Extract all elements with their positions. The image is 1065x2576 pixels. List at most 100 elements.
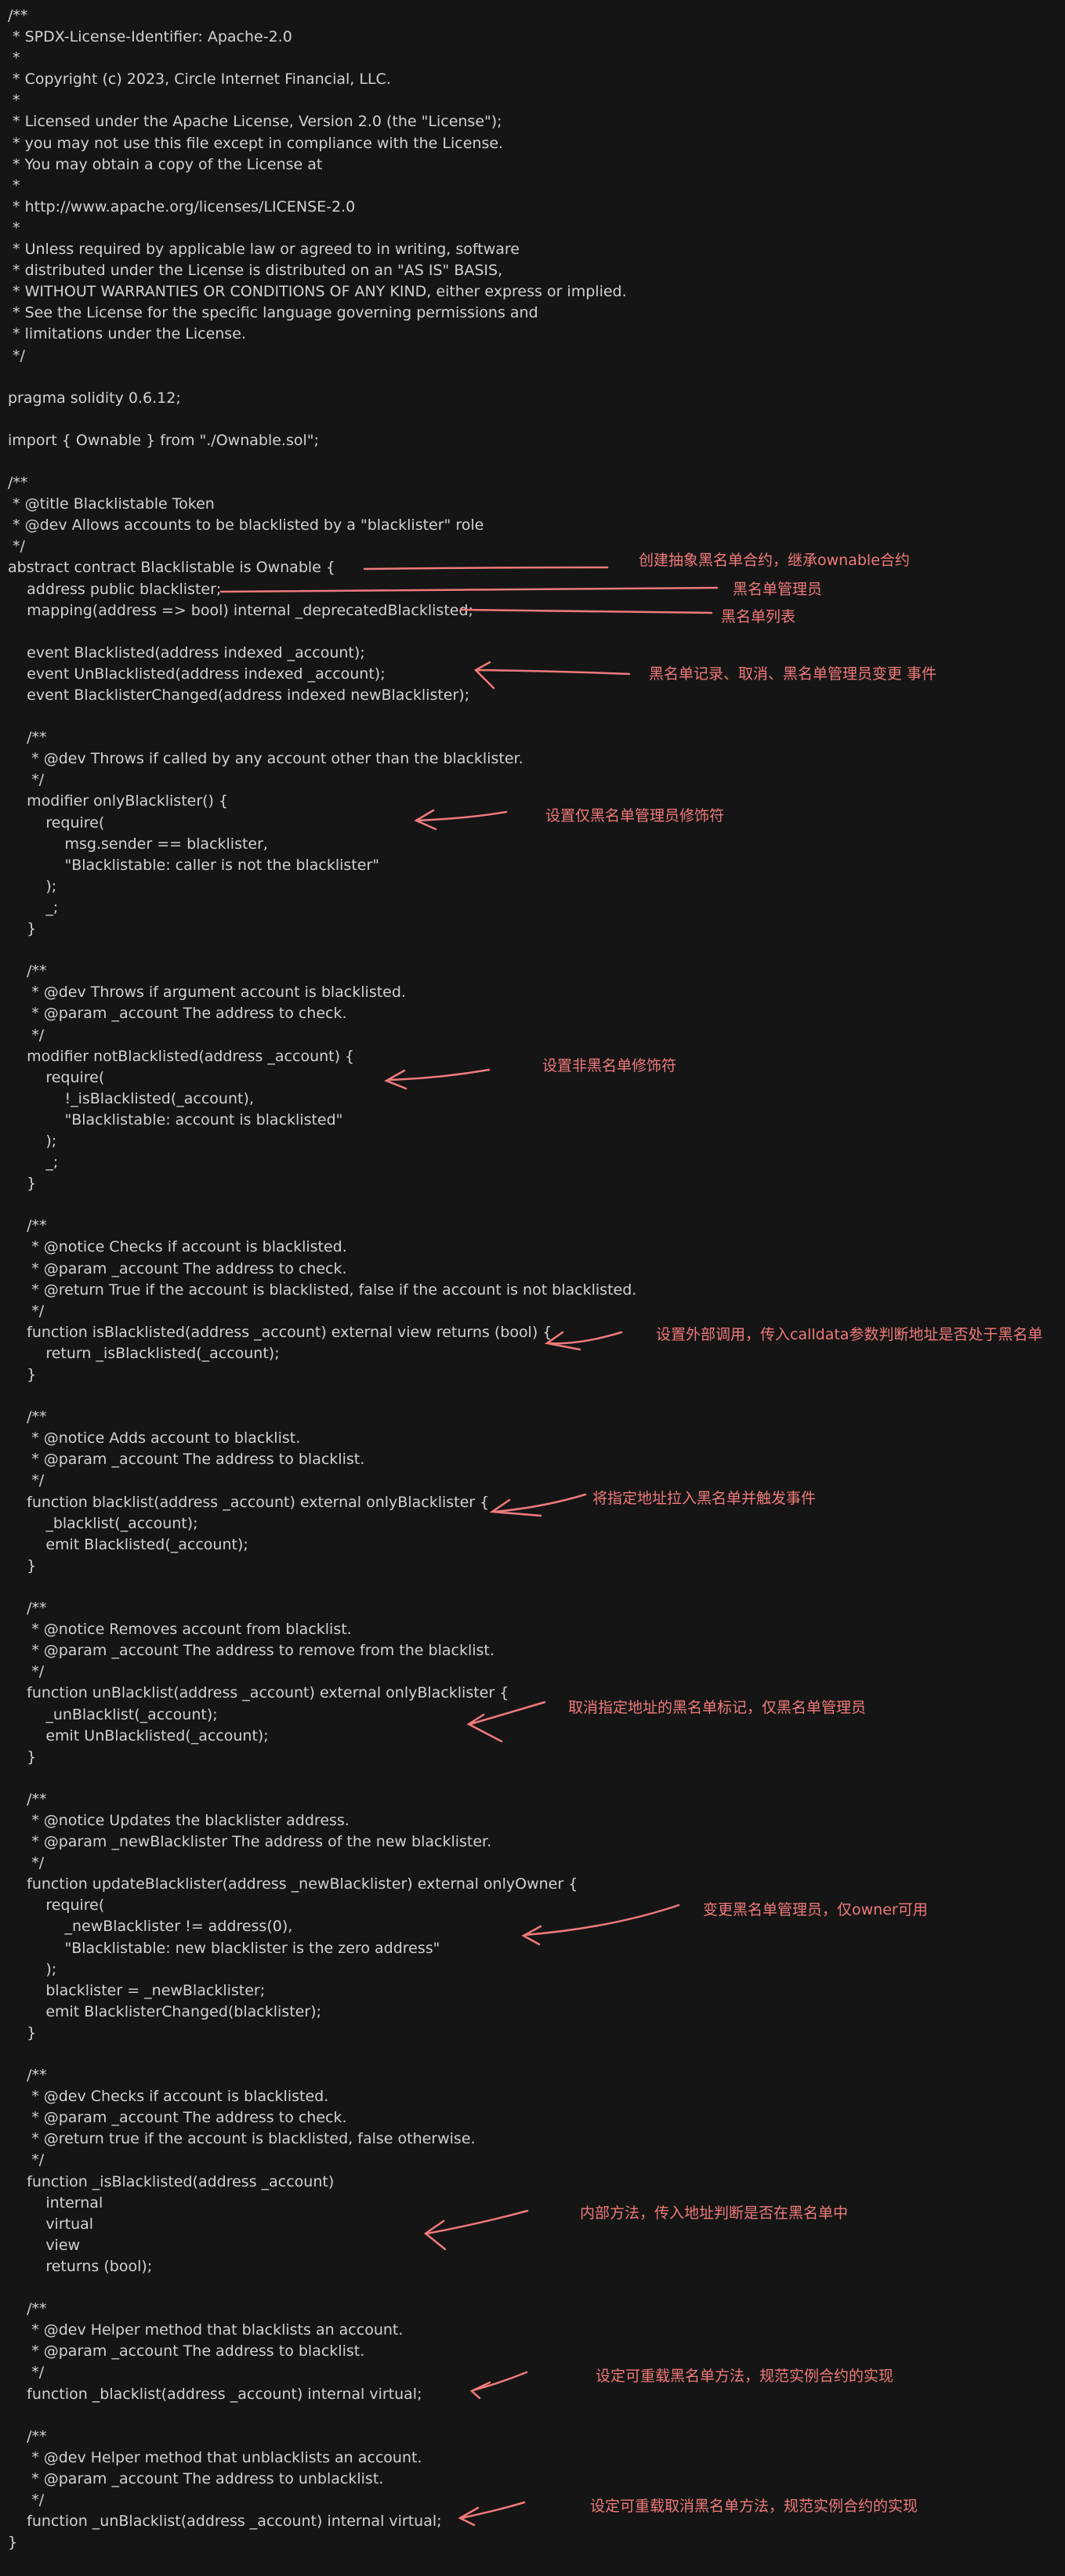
code-line: pragma solidity 0.6.12;: [8, 389, 181, 407]
code-line: "Blacklistable: account is blacklisted": [8, 1110, 343, 1129]
code-line: * @dev Checks if account is blacklisted.: [8, 2088, 329, 2106]
arrow-blacklist: [489, 1493, 587, 1517]
annotation-update-blacklister: 变更黑名单管理员，仅owner可用: [703, 1901, 928, 1918]
code-line: _;: [8, 898, 59, 916]
code-line: return _isBlacklisted(_account);: [8, 1344, 280, 1362]
code-line: function _isBlacklisted(address _account…: [8, 2172, 335, 2190]
code-line: function updateBlacklister(address _newB…: [8, 1875, 578, 1893]
code-line: emit UnBlacklisted(_account);: [8, 1726, 269, 1745]
annotation-internal-unblacklist: 设定可重载取消黑名单方法，规范实例合约的实现: [590, 2498, 918, 2515]
code-line: * @notice Checks if account is blacklist…: [8, 1238, 347, 1256]
code-line: emit Blacklisted(_account);: [8, 1535, 248, 1553]
annotation-internal-is-blacklisted: 内部方法，传入地址判断是否在黑名单中: [580, 2205, 849, 2222]
code-line: * @return true if the account is blackli…: [8, 2130, 476, 2148]
code-line: );: [8, 1960, 57, 1978]
code-line: require(: [8, 1068, 105, 1086]
code-line: * @dev Helper method that unblacklists a…: [8, 2448, 422, 2466]
code-line: /**: [8, 729, 47, 747]
code-line: "Blacklistable: caller is not the blackl…: [8, 856, 379, 874]
annotation-not-blacklisted: 设置非黑名单修饰符: [542, 1057, 677, 1074]
arrow-only-blacklister: [414, 809, 508, 831]
code-line: * Unless required by applicable law or a…: [8, 241, 520, 259]
code-line: require(: [8, 1897, 105, 1915]
code-line: * See the License for the specific langu…: [8, 304, 538, 322]
code-line: mapping(address => bool) internal _depre…: [8, 601, 473, 619]
arrow-events: [473, 661, 631, 690]
code-line: }: [8, 2534, 18, 2552]
code-line: * Licensed under the Apache License, Ver…: [8, 113, 502, 131]
code-editor: /** * SPDX-License-Identifier: Apache-2.…: [8, 5, 636, 2553]
code-line: modifier notBlacklisted(address _account…: [8, 1047, 355, 1065]
code-line: _blacklist(_account);: [8, 1514, 198, 1532]
code-line: event BlacklisterChanged(address indexed…: [8, 687, 470, 704]
code-line: *: [8, 49, 20, 67]
code-line: * @dev Throws if called by any account o…: [8, 750, 523, 768]
code-line: function unBlacklist(address _account) e…: [8, 1684, 509, 1702]
annotation-internal-blacklist: 设定可重载黑名单方法，规范实例合约的实现: [596, 2368, 894, 2385]
code-line: /**: [8, 1408, 47, 1426]
code-line: virtual: [8, 2215, 94, 2233]
code-line: returns (bool);: [8, 2257, 153, 2275]
code-line: internal: [8, 2194, 103, 2212]
code-line: * SPDX-License-Identifier: Apache-2.0: [8, 28, 292, 46]
annotation-blacklist-mapping: 黑名单列表: [721, 608, 796, 625]
code-line: */: [8, 1472, 45, 1490]
annotation-only-blacklister: 设置仅黑名单管理员修饰符: [545, 807, 725, 824]
code-line: * http://www.apache.org/licenses/LICENSE…: [8, 197, 356, 216]
annotation-is-blacklisted: 设置外部调用，传入calldata参数判断地址是否处于黑名单: [656, 1326, 1043, 1343]
code-line: function _blacklist(address _account) in…: [8, 2385, 422, 2403]
code-line: */: [8, 538, 25, 556]
code-line: */: [8, 1663, 45, 1681]
code-line: function blacklist(address _account) ext…: [8, 1493, 490, 1511]
code-line: *: [8, 176, 20, 194]
code-line: }: [8, 1556, 37, 1574]
code-line: /**: [8, 2300, 47, 2318]
annotation-abstract-contract: 创建抽象黑名单合约，继承ownable合约: [639, 552, 910, 569]
code-line: * @dev Throws if argument account is bla…: [8, 984, 406, 1002]
code-line: blacklister = _newBlacklister;: [8, 1981, 266, 1999]
code-line: }: [8, 1175, 37, 1193]
pointer-line-blacklister: [219, 586, 719, 593]
code-line: * Copyright (c) 2023, Circle Internet Fi…: [8, 71, 391, 89]
arrow-unblacklist: [466, 1701, 546, 1743]
code-line: * @return True if the account is blackli…: [8, 1281, 637, 1299]
code-line: */: [8, 346, 25, 364]
arrow-update-blacklister: [521, 1904, 680, 1946]
code-line: * @param _account The address to check.: [8, 1005, 347, 1023]
code-line: *: [8, 219, 20, 237]
code-line: * @param _account The address to unblack…: [8, 2469, 384, 2487]
arrow-is-blacklisted: [544, 1331, 623, 1351]
code-line: emit BlacklisterChanged(blacklister);: [8, 2002, 321, 2020]
code-line: _newBlacklister != address(0),: [8, 1918, 293, 1936]
code-line: }: [8, 1366, 37, 1383]
pointer-line-contract: [363, 566, 609, 571]
code-line: * @param _account The address to check.: [8, 2109, 347, 2127]
code-line: view: [8, 2236, 81, 2254]
annotation-blacklist-fn: 将指定地址拉入黑名单并触发事件: [592, 1490, 817, 1507]
code-line: );: [8, 877, 57, 895]
code-line: function _unBlacklist(address _account) …: [8, 2513, 442, 2531]
code-line: /**: [8, 2067, 47, 2085]
code-line: /**: [8, 2427, 47, 2445]
code-line: * @param _newBlacklister The address of …: [8, 1833, 492, 1851]
code-line: * distributed under the License is distr…: [8, 262, 503, 280]
code-line: /**: [8, 7, 28, 24]
code-line: );: [8, 1132, 57, 1150]
code-line: }: [8, 1748, 37, 1766]
arrow-internal-unblacklist: [458, 2501, 526, 2527]
code-line: * @param _account The address to blackli…: [8, 1451, 365, 1469]
code-line: _unBlacklist(_account);: [8, 1705, 218, 1723]
code-line: "Blacklistable: new blacklister is the z…: [8, 1939, 440, 1957]
annotation-blacklister-admin: 黑名单管理员: [733, 581, 823, 598]
code-line: require(: [8, 813, 105, 831]
code-line: *: [8, 92, 20, 110]
arrow-not-blacklisted: [384, 1068, 491, 1090]
code-line: modifier onlyBlacklister() {: [8, 792, 229, 810]
code-line: }: [8, 2023, 37, 2042]
code-line: /**: [8, 962, 47, 980]
code-line: /**: [8, 1600, 47, 1618]
code-line: * @title Blacklistable Token: [8, 495, 215, 513]
arrow-internal-is-blacklisted: [423, 2209, 529, 2251]
code-line: !_isBlacklisted(_account),: [8, 1089, 254, 1107]
